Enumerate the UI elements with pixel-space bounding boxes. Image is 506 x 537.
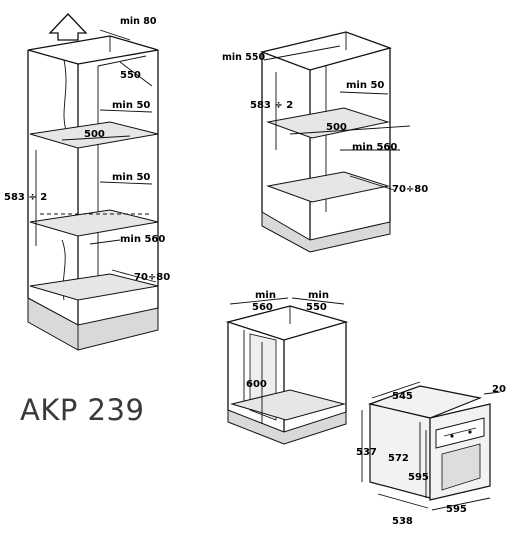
under-depth-line1: min	[308, 290, 329, 301]
column-vent-label: min 50	[346, 80, 384, 91]
ventilation-arrow-icon	[48, 13, 88, 41]
tall-upper-width-label: 500	[84, 129, 105, 140]
under-width-line1: min	[255, 290, 276, 301]
oven-front-thickness-label: 20	[492, 384, 506, 395]
column-niche-height-label: 583 ÷ 2	[250, 100, 293, 111]
oven-width-label: 545	[392, 391, 413, 402]
column-cabinet	[259, 31, 411, 253]
tall-lower-depth-label: min 560	[120, 234, 165, 245]
under-height-label: 600	[246, 379, 267, 390]
oven-front-height-label: 595	[408, 472, 429, 483]
under-depth-line2: 550	[306, 302, 327, 313]
oven-unit	[361, 381, 501, 511]
tall-depth-label: 550	[120, 70, 141, 81]
tall-top-clearance-label: min 80	[120, 16, 157, 27]
oven-body-height-label: 537	[356, 447, 377, 458]
under-counter-cabinet	[225, 297, 349, 445]
tall-upper-vent-label: min 50	[112, 100, 150, 111]
tall-niche-height-label: 583 ÷ 2	[4, 192, 47, 203]
model-label: AKP 239	[20, 393, 145, 427]
under-width-line2: 560	[252, 302, 273, 313]
oven-depth-label: 538	[392, 516, 413, 527]
tall-rear-gap-label: 70÷80	[134, 272, 170, 283]
tall-lower-vent-label: min 50	[112, 172, 150, 183]
column-depth-label: min 550	[222, 52, 265, 63]
tall-cabinet	[27, 13, 159, 351]
oven-inner-height-label: 572	[388, 453, 409, 464]
column-width-label: 500	[326, 122, 347, 133]
column-rear-gap-label: 70÷80	[392, 184, 428, 195]
oven-front-width-label: 595	[446, 504, 467, 515]
column-inner-depth-label: min 560	[352, 142, 397, 153]
